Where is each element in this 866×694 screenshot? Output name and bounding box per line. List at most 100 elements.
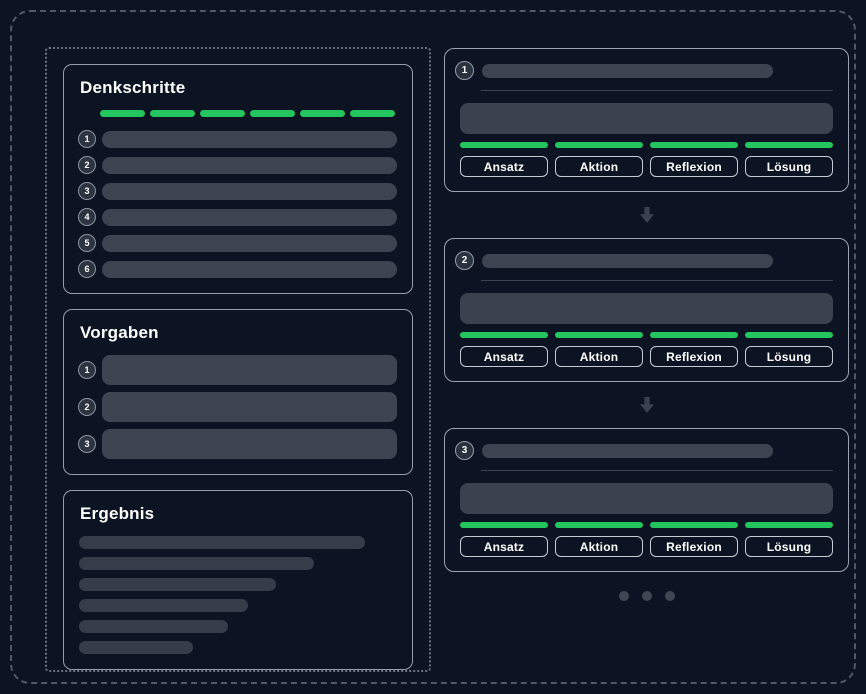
progress-dash [150, 110, 195, 117]
loesung-button[interactable]: Lösung [745, 536, 833, 557]
progress-dash [250, 110, 295, 117]
dashed-frame: Denkschritte 1 2 [10, 10, 856, 684]
reflexion-button[interactable]: Reflexion [650, 156, 738, 177]
ansatz-button[interactable]: Ansatz [460, 346, 548, 367]
vorgabe-input-placeholder[interactable] [102, 429, 397, 459]
vorgabe-row: 2 [78, 392, 397, 422]
vorgaben-panel: Vorgaben 1 2 3 [63, 309, 413, 475]
card-number-badge: 1 [455, 61, 474, 80]
progress-segment [555, 142, 643, 148]
progress-segment [460, 522, 548, 528]
card-progress-row [460, 142, 833, 148]
step-card-1: 1 Ansatz Aktion Reflexion Lösung [444, 48, 849, 192]
arrow-down-icon [639, 397, 654, 413]
card-button-row: Ansatz Aktion Reflexion Lösung [460, 346, 833, 367]
text-placeholder-bar [79, 620, 229, 633]
step-row: 1 [78, 130, 397, 148]
step-card-3: 3 Ansatz Aktion Reflexion Lösung [444, 428, 849, 572]
divider [481, 90, 833, 91]
flow-arrow-gap [444, 192, 849, 238]
progress-segment [745, 522, 833, 528]
reflexion-button[interactable]: Reflexion [650, 536, 738, 557]
card-progress-row [460, 522, 833, 528]
denkschritte-steps: 1 2 3 4 5 [78, 130, 397, 278]
text-placeholder-bar [79, 536, 366, 549]
pagination-dot[interactable] [664, 591, 675, 601]
vorgabe-input-placeholder[interactable] [102, 392, 397, 422]
vorgabe-number-badge: 2 [78, 398, 96, 416]
text-placeholder-bar [102, 208, 397, 226]
vorgabe-input-placeholder[interactable] [102, 355, 397, 385]
right-panel: 1 Ansatz Aktion Reflexion Lösung [444, 48, 849, 601]
progress-segment [650, 522, 738, 528]
card-button-row: Ansatz Aktion Reflexion Lösung [460, 156, 833, 177]
step-card-header: 2 [455, 251, 833, 270]
vorgabe-row: 3 [78, 429, 397, 459]
card-number-badge: 2 [455, 251, 474, 270]
progress-segment [460, 332, 548, 338]
left-panel: Denkschritte 1 2 [45, 47, 431, 672]
title-placeholder-bar [482, 443, 774, 458]
text-placeholder-bar [102, 234, 397, 252]
flow-arrow-gap [444, 382, 849, 428]
step-number-badge: 6 [78, 260, 96, 278]
progress-dash [350, 110, 395, 117]
step-number-badge: 4 [78, 208, 96, 226]
card-progress-row [460, 332, 833, 338]
loesung-button[interactable]: Lösung [745, 346, 833, 367]
aktion-button[interactable]: Aktion [555, 346, 643, 367]
progress-segment [650, 142, 738, 148]
step-card-header: 1 [455, 61, 833, 80]
ergebnis-panel: Ergebnis [63, 490, 413, 670]
card-textarea-placeholder[interactable] [460, 483, 833, 514]
text-placeholder-bar [102, 260, 397, 278]
step-row: 5 [78, 234, 397, 252]
card-button-row: Ansatz Aktion Reflexion Lösung [460, 536, 833, 557]
ergebnis-title: Ergebnis [80, 504, 155, 523]
ansatz-button[interactable]: Ansatz [460, 536, 548, 557]
card-number-badge: 3 [455, 441, 474, 460]
text-placeholder-bar [102, 130, 397, 148]
text-placeholder-bar [79, 641, 194, 654]
loesung-button[interactable]: Lösung [745, 156, 833, 177]
progress-dash [300, 110, 345, 117]
ergebnis-bars [79, 536, 397, 654]
progress-segment [460, 142, 548, 148]
reflexion-button[interactable]: Reflexion [650, 346, 738, 367]
step-number-badge: 2 [78, 156, 96, 174]
progress-dash [100, 110, 145, 117]
card-textarea-placeholder[interactable] [460, 293, 833, 324]
step-number-badge: 1 [78, 130, 96, 148]
vorgabe-number-badge: 1 [78, 361, 96, 379]
vorgabe-number-badge: 3 [78, 435, 96, 453]
aktion-button[interactable]: Aktion [555, 156, 643, 177]
step-number-badge: 5 [78, 234, 96, 252]
progress-segment [745, 142, 833, 148]
vorgaben-rows: 1 2 3 [78, 355, 397, 459]
title-placeholder-bar [482, 63, 774, 78]
progress-dash-row [100, 110, 395, 117]
text-placeholder-bar [102, 182, 397, 200]
divider [481, 470, 833, 471]
pagination-dots [444, 591, 849, 601]
denkschritte-title: Denkschritte [80, 78, 186, 97]
vorgaben-title: Vorgaben [80, 323, 159, 342]
step-row: 6 [78, 260, 397, 278]
title-placeholder-bar [482, 253, 774, 268]
pagination-dot[interactable] [618, 591, 629, 601]
denkschritte-panel: Denkschritte 1 2 [63, 64, 413, 294]
divider [481, 280, 833, 281]
vorgabe-row: 1 [78, 355, 397, 385]
card-textarea-placeholder[interactable] [460, 103, 833, 134]
step-number-badge: 3 [78, 182, 96, 200]
text-placeholder-bar [79, 557, 315, 570]
step-card-header: 3 [455, 441, 833, 460]
aktion-button[interactable]: Aktion [555, 536, 643, 557]
step-card-2: 2 Ansatz Aktion Reflexion Lösung [444, 238, 849, 382]
step-row: 3 [78, 182, 397, 200]
step-row: 2 [78, 156, 397, 174]
pagination-dot[interactable] [641, 591, 652, 601]
ansatz-button[interactable]: Ansatz [460, 156, 548, 177]
arrow-down-icon [639, 207, 654, 223]
